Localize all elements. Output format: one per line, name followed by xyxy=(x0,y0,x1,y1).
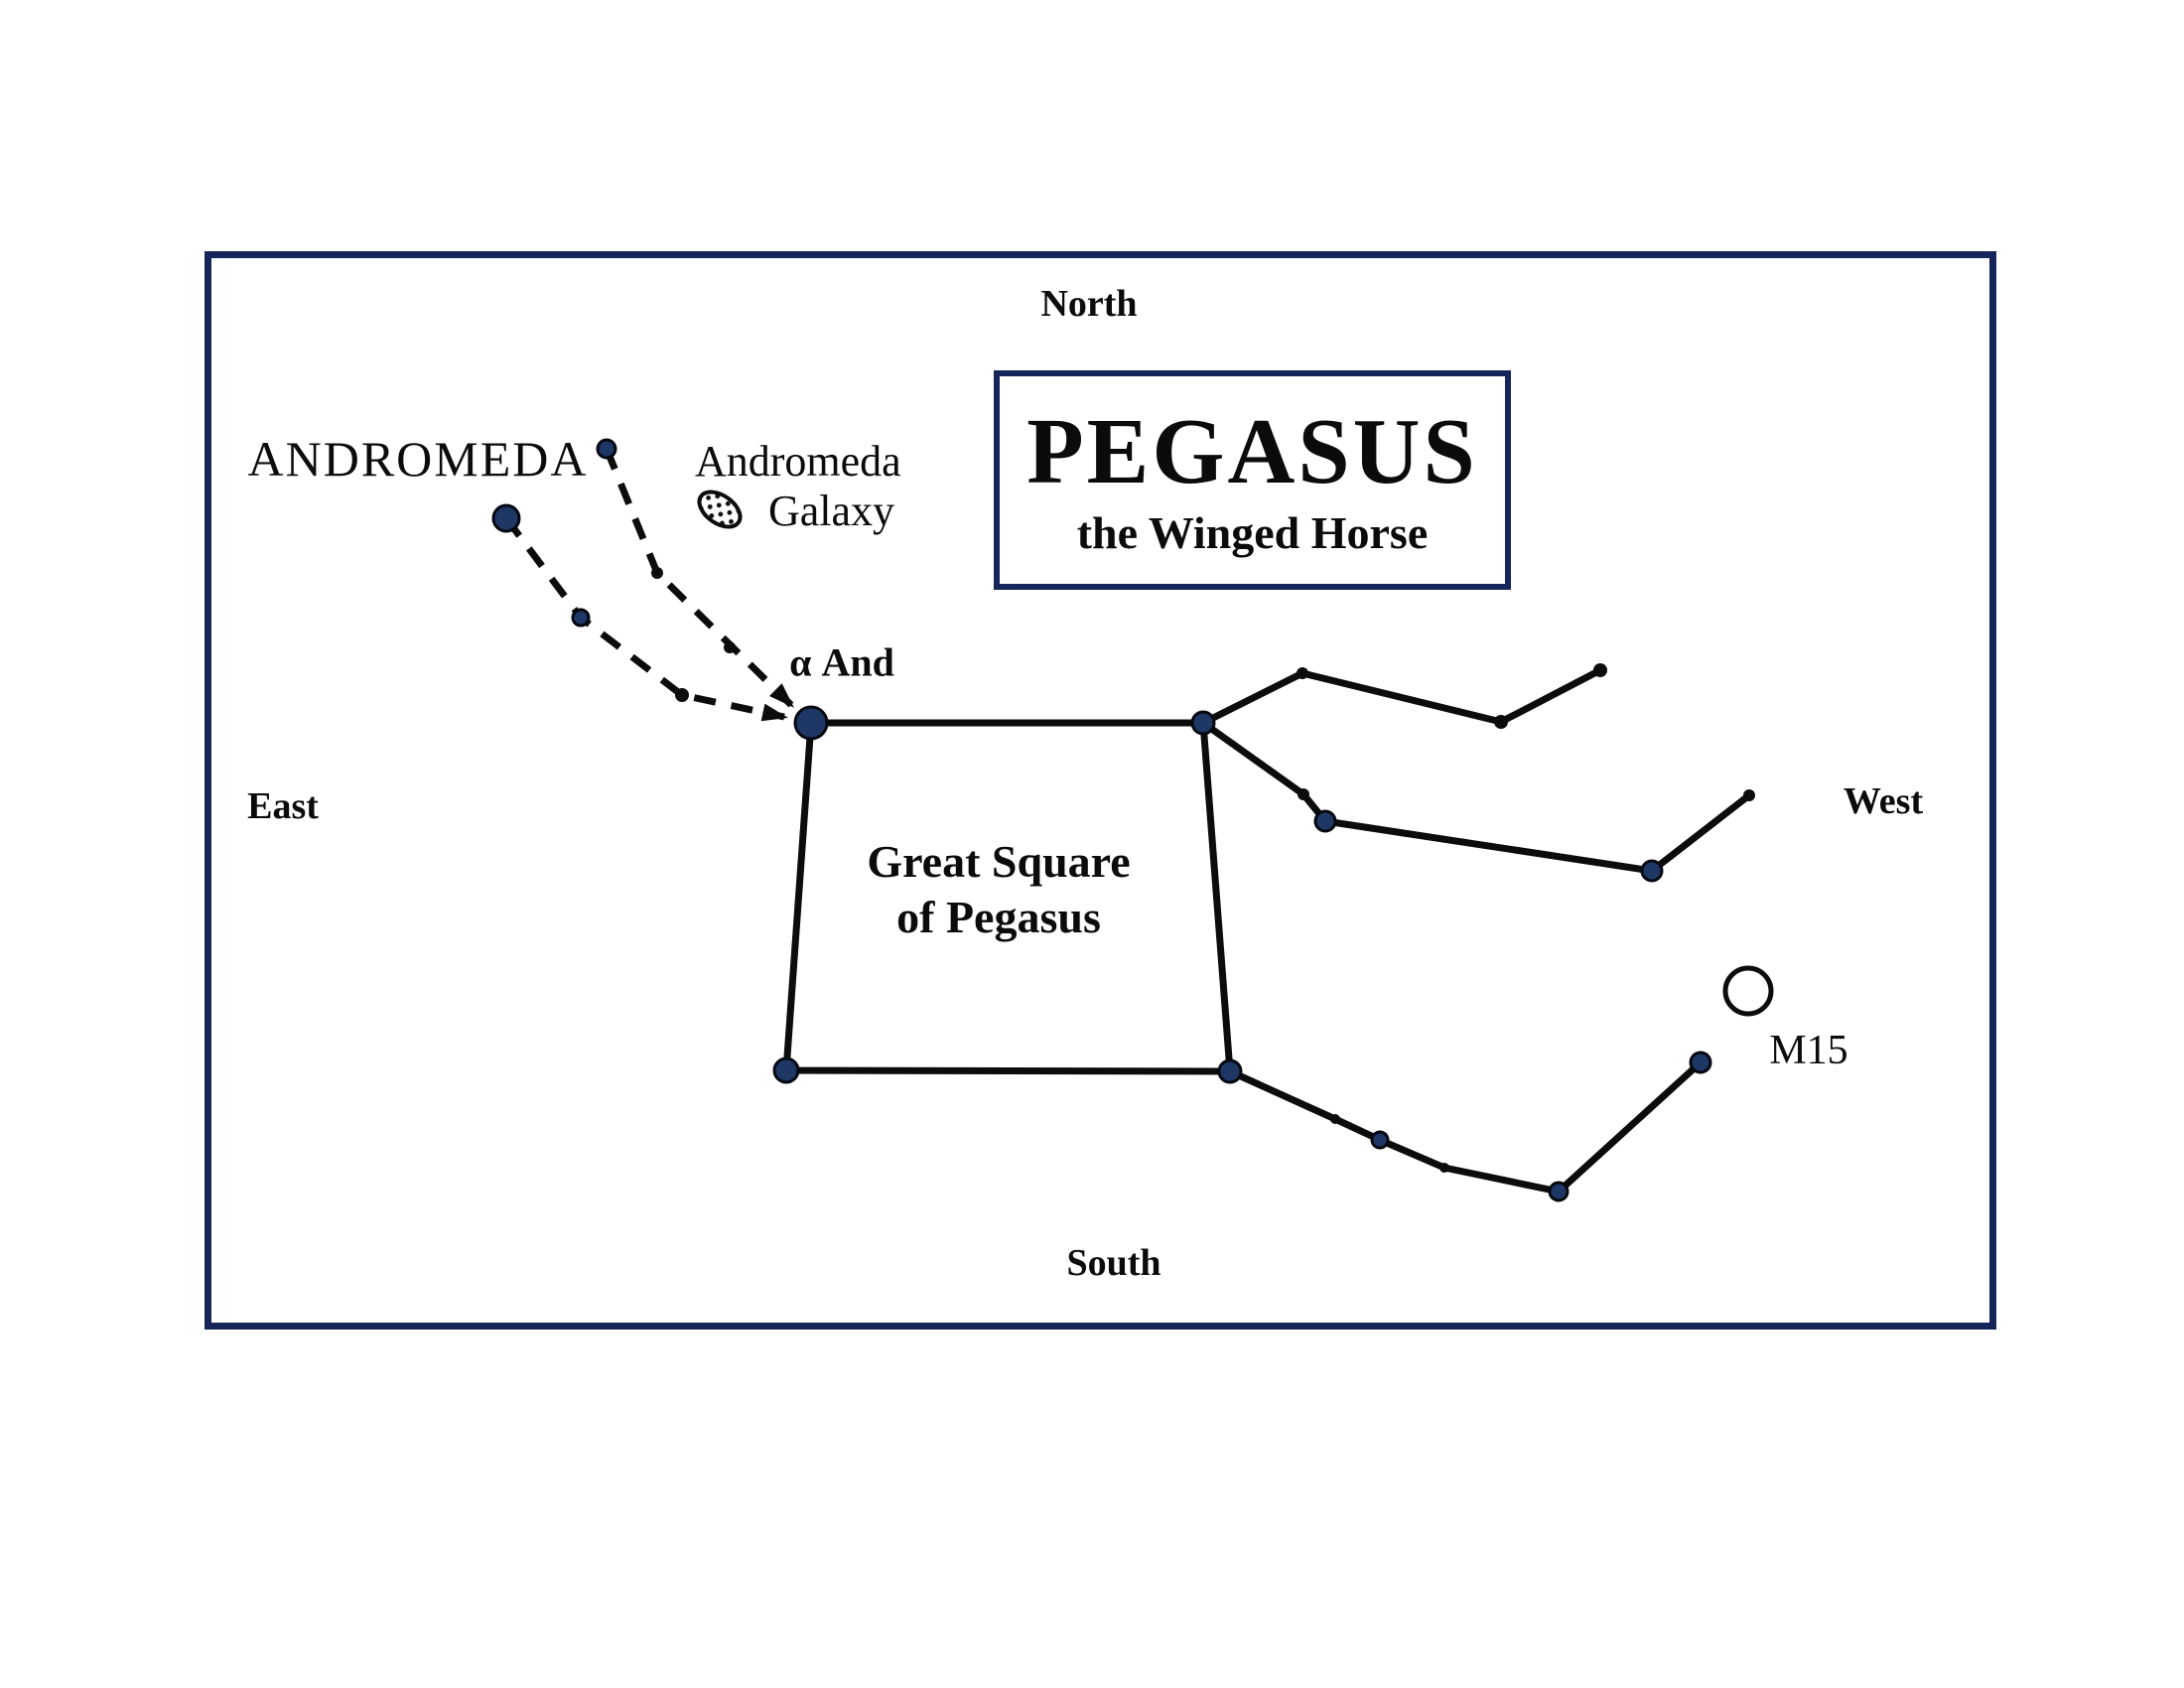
andromeda-galaxy-label: Andromeda Galaxy xyxy=(695,437,901,536)
star-lower-chain-a xyxy=(1370,1130,1390,1150)
dot-star-upper-1 xyxy=(1297,667,1308,679)
andromeda-galaxy-label-line2: Galaxy xyxy=(768,487,895,535)
dot-star-upper-2 xyxy=(1494,715,1508,729)
m15-cluster-circle xyxy=(1722,965,1774,1017)
star-middle-chain-a xyxy=(1313,809,1337,833)
great-square-label-line2: of Pegasus xyxy=(896,892,1101,942)
compass-east-label: East xyxy=(247,785,319,827)
compass-south-label: South xyxy=(1066,1242,1161,1284)
andromeda-galaxy-icon xyxy=(697,490,743,529)
dot-star-andromeda-1 xyxy=(651,567,663,579)
star-alpha-and xyxy=(793,705,829,741)
andromeda-galaxy-label-line1: Andromeda xyxy=(695,437,901,486)
middle-star-chain-line xyxy=(1200,720,1752,875)
dot-star-middle-1 xyxy=(1297,788,1309,800)
dot-star-lower-1 xyxy=(1330,1114,1340,1124)
star-andromeda-lower xyxy=(491,503,521,533)
title-box: PEGASUS the Winged Horse xyxy=(994,370,1511,590)
compass-west-label: West xyxy=(1843,780,1924,822)
dot-star-upper-3 xyxy=(1593,663,1607,677)
great-square-label-line1: Great Square xyxy=(867,836,1131,887)
star-square-bottom-left xyxy=(772,1056,800,1084)
lower-star-chain-line xyxy=(1228,1059,1704,1196)
chart-subtitle: the Winged Horse xyxy=(1076,506,1429,558)
star-middle-chain-b xyxy=(1640,859,1664,883)
alpha-and-label: α And xyxy=(789,639,894,685)
star-enif xyxy=(1689,1051,1712,1074)
m15-label: M15 xyxy=(1769,1028,1848,1073)
dot-star-andromeda-2 xyxy=(724,641,736,653)
upper-star-chain-line xyxy=(1201,666,1602,727)
star-square-bottom-right xyxy=(1217,1058,1243,1084)
dot-star-lower-2 xyxy=(1439,1163,1449,1173)
star-square-top-right xyxy=(1190,710,1216,736)
star-andromeda-upper xyxy=(596,438,617,460)
andromeda-dashed-chain-lower xyxy=(503,515,788,722)
chart-title: PEGASUS xyxy=(1026,399,1478,503)
dot-star-middle-2 xyxy=(1743,789,1755,801)
dot-star-andromeda-3 xyxy=(675,688,689,702)
star-lower-chain-b xyxy=(1548,1181,1570,1202)
star-andromeda-mid xyxy=(571,608,591,628)
compass-north-label: North xyxy=(1040,283,1138,325)
andromeda-constellation-label: ANDROMEDA xyxy=(247,431,589,487)
great-square-label: Great Square of Pegasus xyxy=(867,834,1130,945)
